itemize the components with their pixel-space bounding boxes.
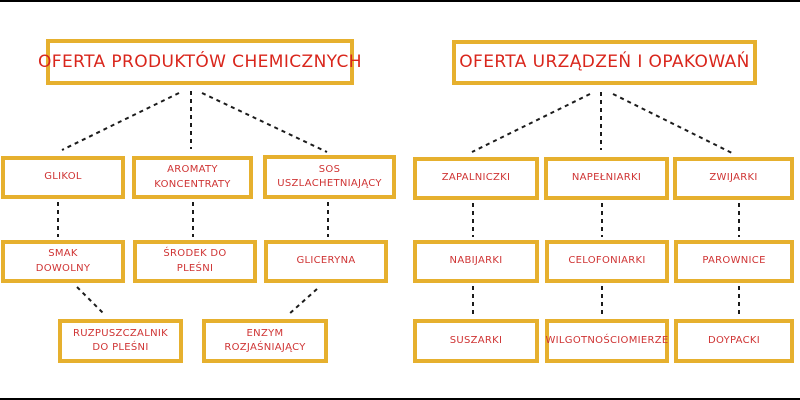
node-label: WILGOTNOŚCIOMIERZE (545, 334, 669, 346)
node-label: ENZYM ROZJAŚNIAJĄCY (224, 327, 306, 354)
node-enzym-rozjasniajacy: ENZYM ROZJAŚNIAJĄCY (202, 319, 328, 363)
node-wilgotnosciomierze: WILGOTNOŚCIOMIERZE (545, 319, 669, 363)
node-glikol: GLIKOL (1, 156, 125, 199)
edge-gliceryna--enzym-rozjasniajacy (287, 288, 318, 316)
node-label: SMAK DOWOLNY (35, 248, 91, 274)
node-celofoniarki: CELOFONIARKI (545, 240, 669, 283)
node-label: RUZPUSZCZALNIK DO PLEŚNI (73, 327, 168, 354)
node-zapalniczki: ZAPALNICZKI (413, 157, 539, 200)
node-title-oferta-produktow-chemicznych: OFERTA PRODUKTÓW CHEMICZNYCH (38, 39, 362, 85)
node-label: NABIJARKI (449, 255, 503, 267)
node-title-oferta-urzadzen-i-opakowan: OFERTA URZĄDZEŃ I OPAKOWAŃ (452, 40, 757, 85)
edge-title-oferta-produktow-chemicznych--sos-uszlachetniajacy (201, 92, 328, 153)
node-label: ZAPALNICZKI (441, 172, 511, 184)
edge-title-oferta-urzadzen-i-opakowan--zwijarki (612, 93, 735, 155)
node-smak-dowolny: SMAK DOWOLNY (1, 240, 125, 283)
node-label: GLIKOL (44, 171, 82, 183)
node-label: DOYPACKI (707, 334, 761, 346)
node-label: ŚRODEK DO PLEŚNI (163, 248, 227, 274)
edge-title-oferta-produktow-chemicznych--glikol (61, 92, 180, 151)
edge-title-oferta-urzadzen-i-opakowan--zapalniczki (471, 93, 591, 153)
node-zwijarki: ZWIJARKI (673, 157, 794, 200)
tree-title-label: OFERTA PRODUKTÓW CHEMICZNYCH (38, 51, 362, 72)
node-nabijarki: NABIJARKI (413, 240, 539, 283)
node-srodek-do-plesni: ŚRODEK DO PLEŚNI (133, 240, 257, 283)
node-label: ZWIJARKI (709, 172, 758, 184)
tree-title-label: OFERTA URZĄDZEŃ I OPAKOWAŃ (459, 52, 750, 73)
node-label: SOS USZLACHETNIAJĄCY (277, 163, 382, 190)
edge-smak-dowolny--ruzpuszczalnik-do-plesni (76, 286, 106, 316)
node-sos-uszlachetniajacy: SOS USZLACHETNIAJĄCY (263, 155, 396, 199)
node-aromaty-koncentraty: AROMATY KONCENTRATY (132, 156, 253, 199)
node-suszarki: SUSZARKI (413, 319, 539, 363)
node-label: NAPEŁNIARKI (571, 172, 642, 184)
node-label: PAROWNICE (702, 255, 766, 267)
node-doypacki: DOYPACKI (674, 319, 794, 363)
node-parownice: PAROWNICE (674, 240, 794, 283)
node-label: AROMATY KONCENTRATY (154, 164, 231, 190)
node-ruzpuszczalnik-do-plesni: RUZPUSZCZALNIK DO PLEŚNI (58, 319, 183, 363)
node-gliceryna: GLICERYNA (264, 240, 388, 283)
node-label: SUSZARKI (449, 334, 503, 346)
node-napelniarki: NAPEŁNIARKI (544, 157, 669, 200)
node-label: CELOFONIARKI (568, 255, 646, 267)
node-label: GLICERYNA (296, 255, 356, 267)
